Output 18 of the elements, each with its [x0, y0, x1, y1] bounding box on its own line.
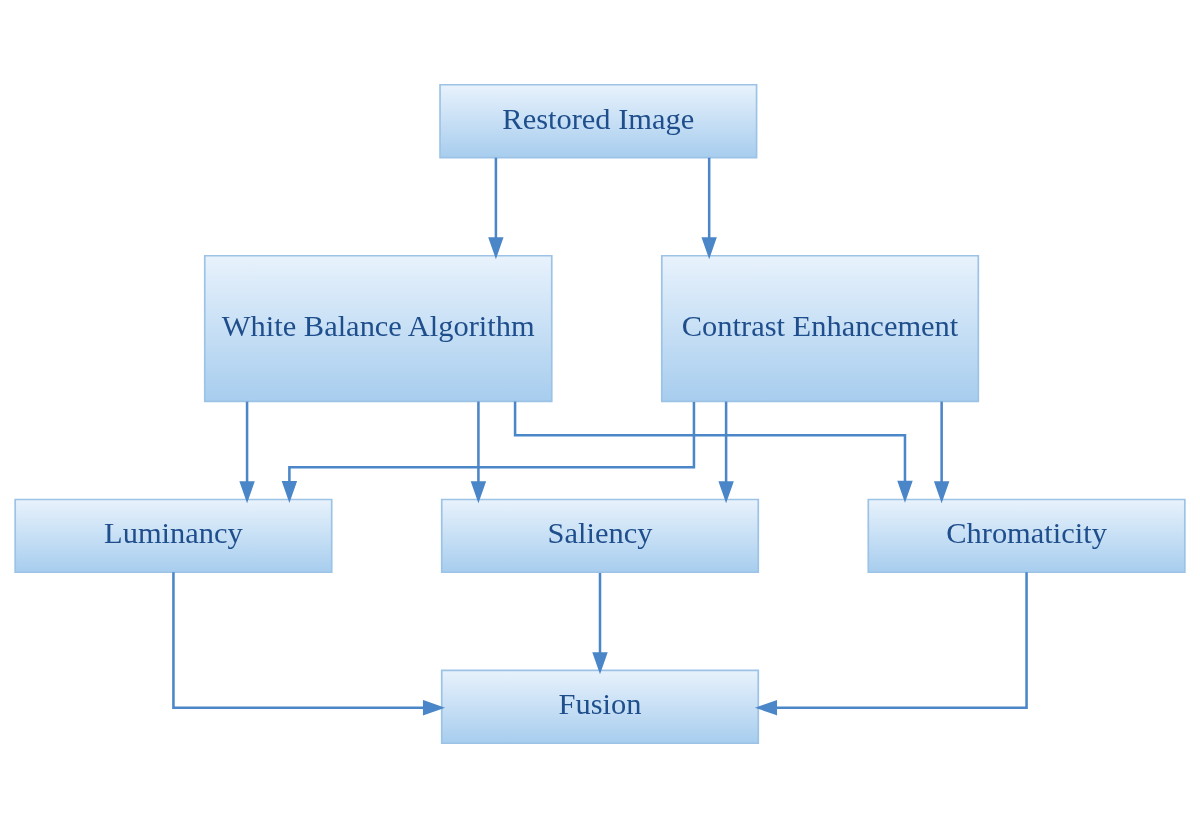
arrow — [933, 401, 950, 504]
node-box: Saliency — [440, 498, 760, 574]
node-box: Luminancy — [14, 498, 333, 574]
arrow — [701, 157, 717, 260]
node-box: Fusion — [440, 669, 760, 745]
node-box: Restored Image — [439, 83, 758, 159]
arrow — [281, 402, 696, 504]
arrow — [755, 572, 1028, 716]
arrow — [470, 401, 487, 504]
arrow — [718, 401, 734, 504]
arrow — [592, 573, 608, 675]
arrow — [239, 401, 255, 504]
node-box: Contrast Enhancement — [660, 254, 980, 403]
node-box: White Balance Algorithm — [203, 254, 553, 403]
arrow — [513, 401, 913, 503]
arrow — [172, 572, 445, 716]
arrow — [488, 157, 504, 260]
node-box: Chromaticity — [867, 498, 1186, 574]
